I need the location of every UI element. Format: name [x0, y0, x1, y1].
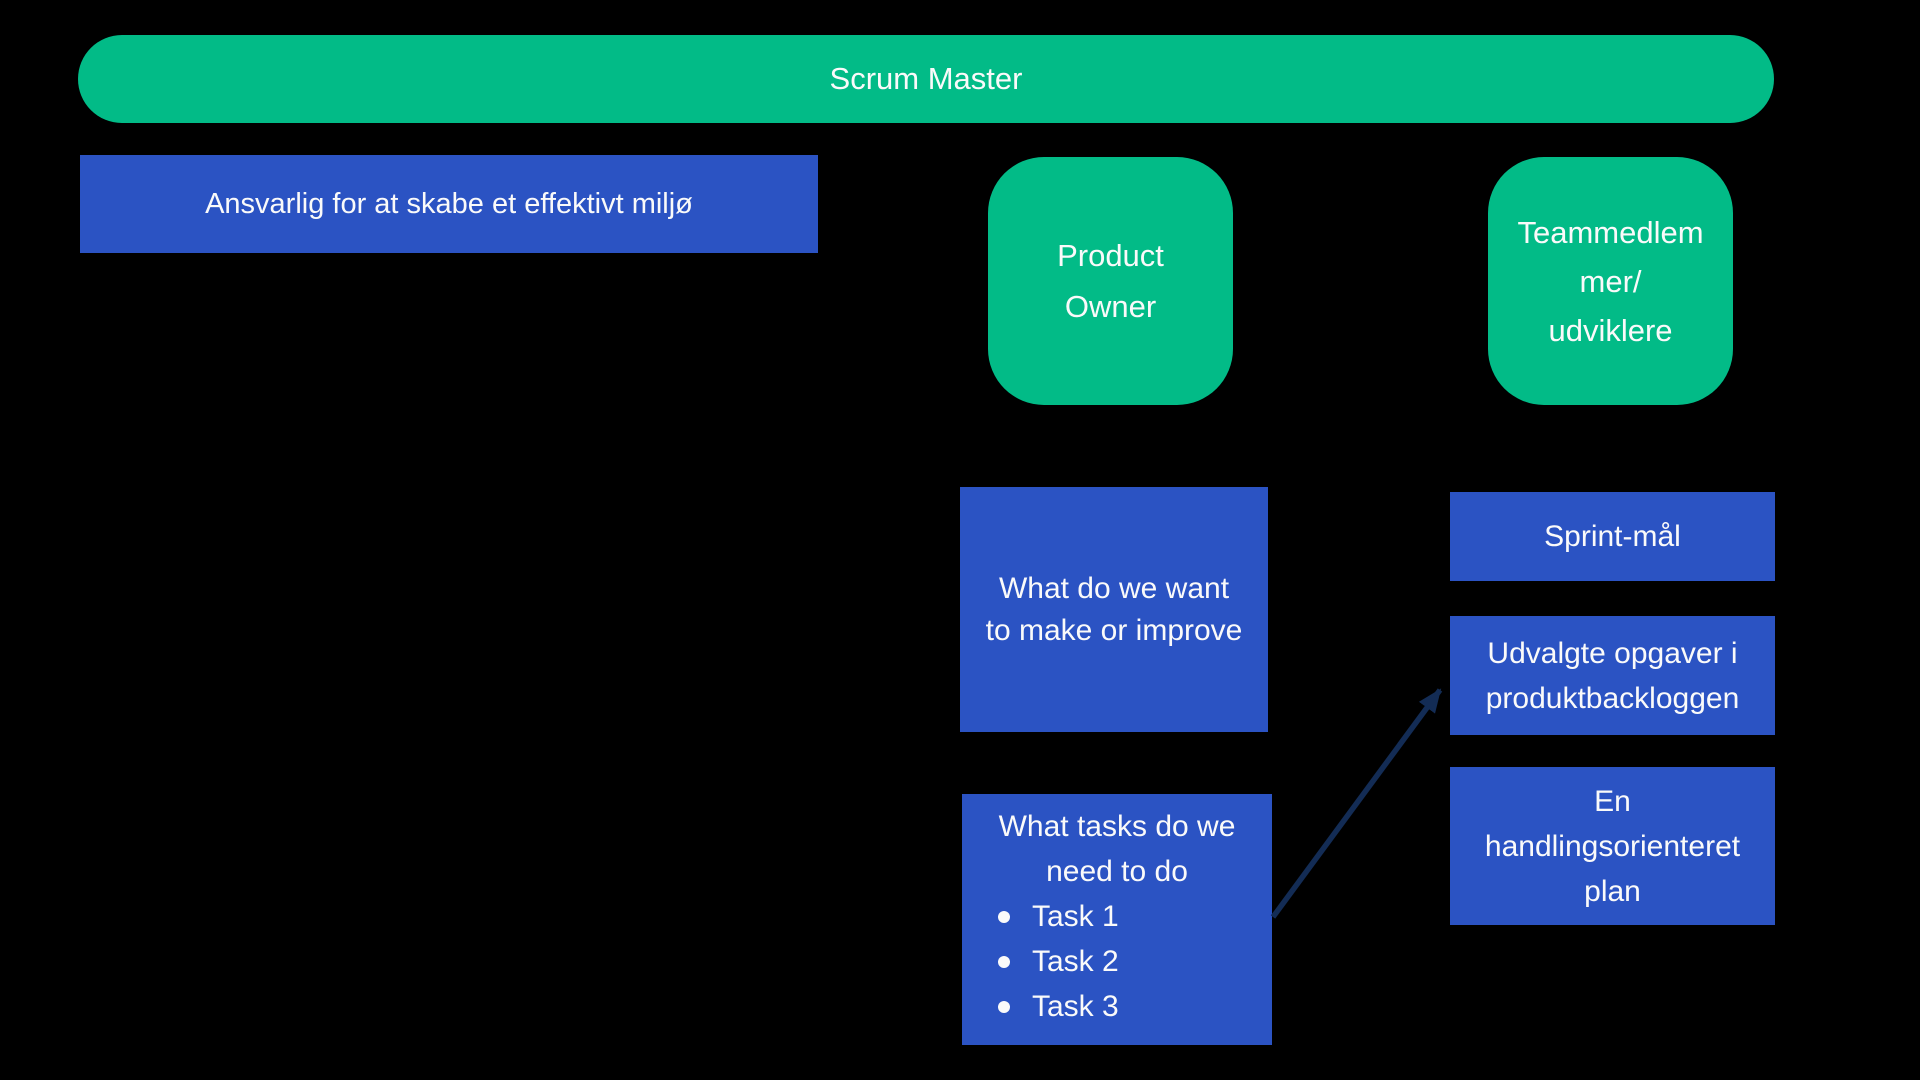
sprint-goal-box: Sprint-mål	[1450, 492, 1775, 581]
product-owner-title-line: Product	[1057, 238, 1164, 273]
scrum-master-responsibility-box: Ansvarlig for at skabe et effektivt milj…	[80, 155, 818, 253]
team-members-title-line: Teammedlem	[1517, 214, 1704, 250]
product-owner-box: Product Owner	[988, 157, 1233, 405]
task-item-label: Task 3	[1032, 990, 1119, 1023]
tasks-heading-line: need to do	[1046, 855, 1188, 888]
selected-tasks-box: Udvalgte opgaver i produktbackloggen	[1450, 616, 1775, 735]
task-item: Task 1	[998, 894, 1272, 939]
task-list: Task 1 Task 2 Task 3	[962, 894, 1272, 1029]
team-members-title-line: udviklere	[1548, 312, 1673, 348]
task-item: Task 3	[998, 984, 1272, 1029]
task-item: Task 2	[998, 939, 1272, 984]
vision-text-line: to make or improve	[985, 613, 1243, 647]
bullet-dot-icon	[998, 910, 1010, 923]
tasks-box: What tasks do we need to do Task 1 Task …	[962, 794, 1272, 1045]
tasks-heading-line: What tasks do we	[998, 810, 1236, 843]
action-plan-text-line: plan	[1584, 874, 1641, 908]
action-plan-box: En handlingsorienteret plan	[1450, 767, 1775, 925]
bullet-dot-icon	[998, 1000, 1010, 1013]
team-members-box: Teammedlem mer/ udviklere	[1488, 157, 1733, 405]
task-item-label: Task 1	[1032, 900, 1119, 933]
action-plan-text-line: handlingsorienteret	[1484, 829, 1741, 863]
action-plan-text-line: En	[1594, 784, 1631, 818]
selected-tasks-text-line: Udvalgte opgaver i	[1487, 636, 1738, 670]
scrum-master-pill: Scrum Master	[78, 35, 1774, 123]
vision-box: What do we want to make or improve	[960, 487, 1268, 732]
team-members-title-line: mer/	[1579, 263, 1642, 299]
task-item-label: Task 2	[1032, 945, 1119, 978]
scrum-master-responsibility-text: Ansvarlig for at skabe et effektivt milj…	[205, 187, 693, 220]
sprint-goal-text: Sprint-mål	[1544, 519, 1681, 553]
product-owner-title-line: Owner	[1064, 289, 1157, 324]
bullet-dot-icon	[998, 955, 1010, 968]
vision-text-line: What do we want	[998, 571, 1230, 605]
scrum-master-title: Scrum Master	[829, 61, 1023, 96]
selected-tasks-text-line: produktbackloggen	[1485, 681, 1740, 715]
